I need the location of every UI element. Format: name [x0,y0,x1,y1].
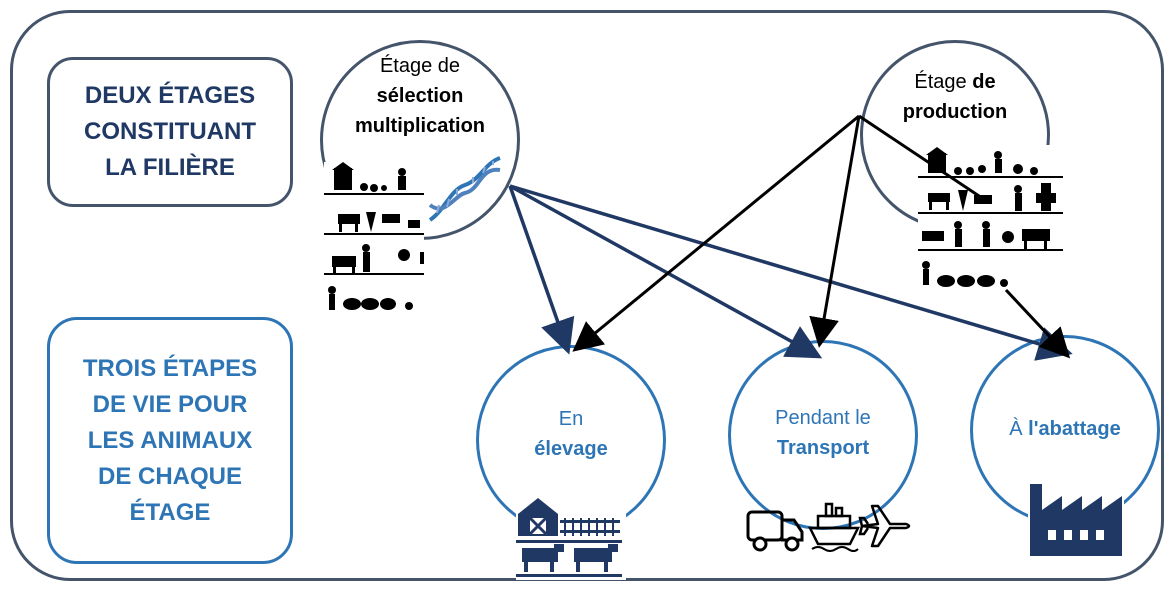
arrow-selection-to-abattage [509,184,1073,361]
production-line1: Étage de [914,71,996,93]
life-steps-title-line: LES ANIMAUX [87,426,253,454]
production-line2: production [902,101,1008,123]
elevage-line2: élevage [534,438,608,460]
transport-step-circle: Pendant le Transport [728,340,918,530]
stages-title-line: DEUX ÉTAGES [84,82,256,109]
stages-title-line: LA FILIÈRE [105,154,235,181]
transport-line2: Transport [776,437,870,459]
life-steps-title-line: DE VIE POUR [92,390,248,418]
stages-title-line: CONSTITUANT [84,118,256,145]
airplane-icon [858,504,911,548]
farm-animals-icon [324,162,424,320]
selection-line1: Étage de [379,55,461,77]
factory-icon [1028,480,1124,558]
arrow-selection-to-transport [509,184,823,359]
selection-line3: multiplication [355,115,485,137]
life-steps-title-line: TROIS ÉTAPES [82,354,258,382]
arrow-selection-to-elevage [508,185,575,355]
arrow-production-to-abattage [858,114,986,202]
stages-title-box: DEUX ÉTAGES CONSTITUANT LA FILIÈRE [47,57,293,207]
elevage-line1: En [558,408,584,430]
abattage-line: À l'abattage [1009,418,1121,440]
arrow-production-to-transport [809,115,861,348]
farm-animals-icon [918,145,1063,290]
arrow-production-to-elevage [572,114,860,352]
truck-icon [746,510,804,552]
dna-icon [428,156,501,222]
life-steps-title-line: DE CHAQUE [97,462,242,490]
life-steps-title-line: ÉTAGE [129,498,211,526]
life-steps-title-box: TROIS ÉTAPES DE VIE POUR LES ANIMAUX DE … [47,317,293,564]
selection-line2: sélection [376,85,464,107]
ship-icon [808,502,860,552]
barn-livestock-icon [516,496,626,580]
transport-line1: Pendant le [775,407,871,429]
arrow-production-to-abattage-tail [1004,288,1071,359]
